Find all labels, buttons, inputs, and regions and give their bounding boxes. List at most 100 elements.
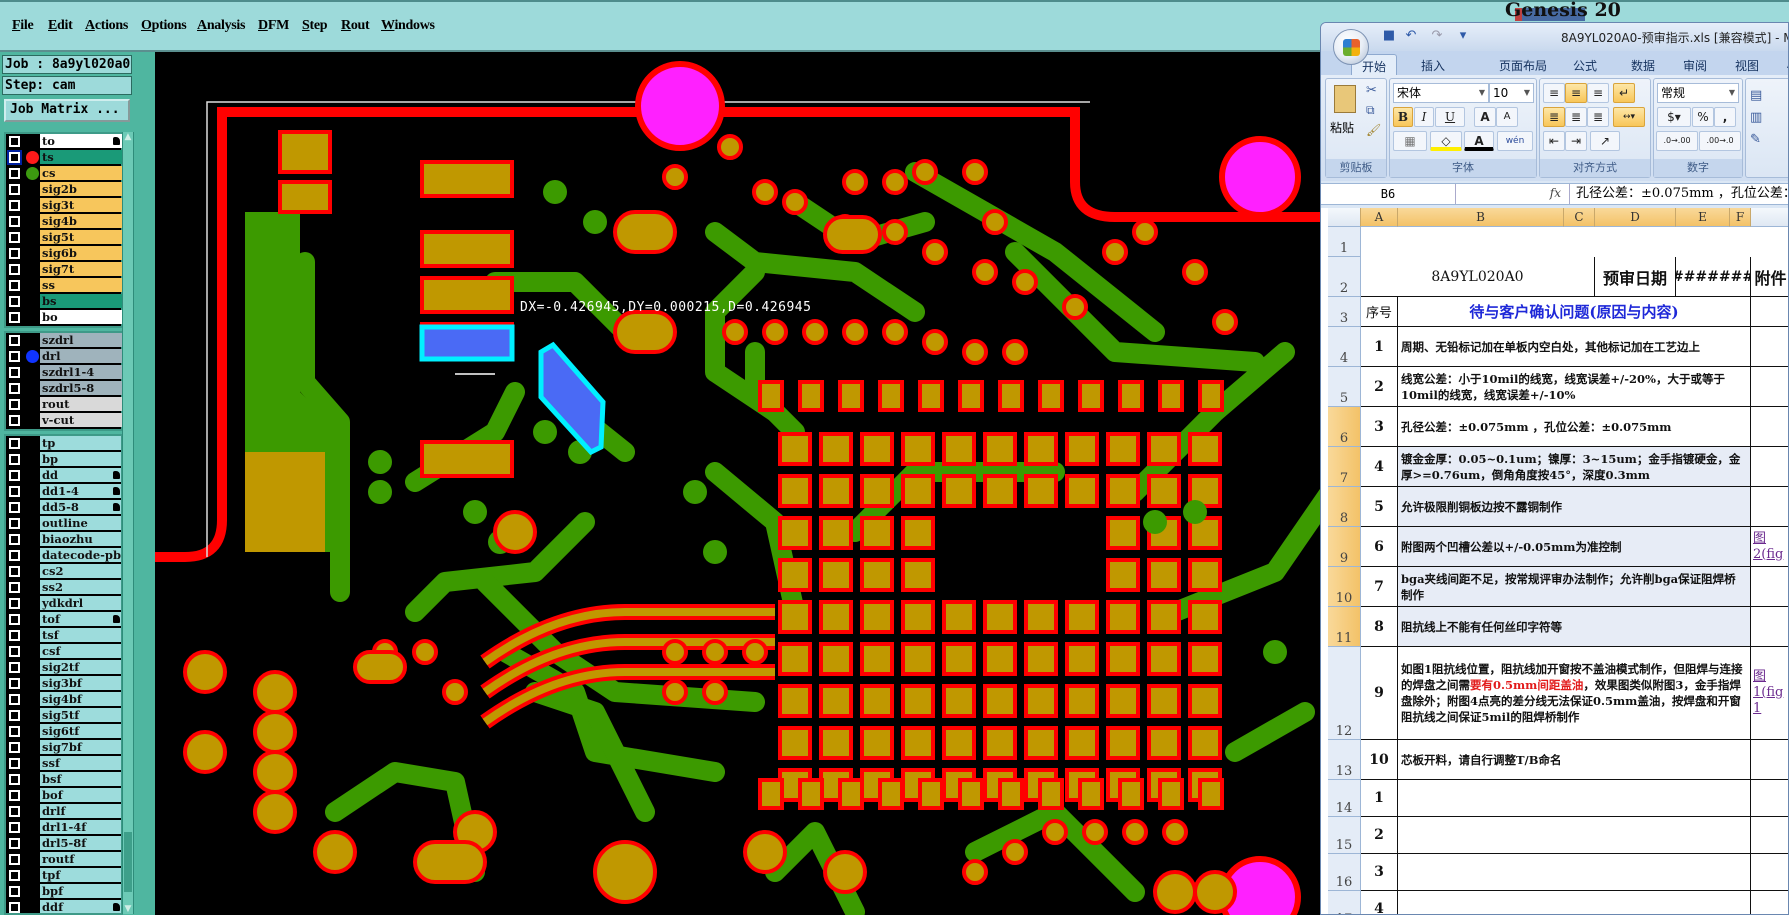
layer-name[interactable]: datecode-pbc (40, 548, 122, 562)
layer-name[interactable]: sig2tf (40, 660, 121, 674)
row-attachment-cell[interactable] (1751, 407, 1788, 447)
layer-row-sig3bf[interactable]: sig3bf (6, 676, 121, 691)
undo-icon[interactable]: ↶ (1405, 28, 1417, 43)
percent-button[interactable]: % (1692, 107, 1714, 127)
insert-function-icon[interactable]: fx (1549, 186, 1561, 200)
row-seq-cell[interactable]: 1 (1361, 327, 1398, 367)
layer-name[interactable]: sig4bf (40, 692, 121, 706)
layer-name[interactable]: v-cut (40, 413, 122, 427)
column-header-g[interactable] (1751, 208, 1788, 227)
layer-row-sig7bf[interactable]: sig7bf (6, 740, 121, 755)
menu-rout[interactable]: Rout (341, 18, 370, 33)
layer-name[interactable]: tp (40, 436, 121, 450)
layer-row-bof[interactable]: bof (6, 788, 121, 803)
row-issue-cell[interactable]: 允许极限削铜板边按不露铜制作 (1398, 487, 1751, 527)
row-attachment-cell[interactable] (1751, 891, 1788, 914)
row-issue-cell[interactable]: 孔径公差：±0.075mm ，孔位公差：±0.075mm (1398, 407, 1751, 447)
layer-row-bp[interactable]: bp (6, 452, 121, 467)
layer-row-drlf[interactable]: drlf (6, 804, 121, 819)
layer-checkbox[interactable] (9, 614, 20, 625)
layer-row-tp[interactable]: tp (6, 436, 121, 451)
row-seq-cell[interactable]: 2 (1361, 367, 1398, 407)
office-button[interactable] (1333, 29, 1369, 65)
scroll-thumb[interactable] (124, 832, 132, 892)
layer-row-rout[interactable]: rout (6, 397, 123, 412)
layer-row-sig4bf[interactable]: sig4bf (6, 692, 121, 707)
menu-analysis[interactable]: Analysis (197, 18, 246, 33)
row-attachment-cell[interactable] (1751, 854, 1788, 891)
borders-button[interactable]: ▦ (1393, 131, 1427, 151)
row-header-16[interactable]: 16 (1328, 854, 1361, 891)
row-header-10[interactable]: 10 (1328, 567, 1361, 607)
layer-checkbox[interactable] (9, 806, 20, 817)
layer-row-sig4b[interactable]: sig4b (6, 214, 123, 229)
layer-checkbox[interactable] (9, 415, 20, 426)
row-issue-cell[interactable] (1398, 891, 1751, 914)
number-format-select[interactable]: 常规▼ (1657, 83, 1739, 103)
layer-name[interactable]: ssf (40, 756, 121, 770)
job-number-cell[interactable]: 8A9YL020A0 (1361, 257, 1595, 297)
layer-checkbox[interactable] (9, 200, 20, 211)
grow-font-button[interactable]: A (1474, 107, 1496, 127)
ribbon-tab-3[interactable]: 公式 (1573, 59, 1598, 73)
font-color-button[interactable]: A (1464, 131, 1494, 151)
layer-checkbox[interactable] (9, 742, 20, 753)
layer-row-dd[interactable]: dd (6, 468, 121, 483)
row-seq-cell[interactable]: 2 (1361, 817, 1398, 854)
layer-checkbox[interactable] (9, 758, 20, 769)
menu-windows[interactable]: Windows (381, 18, 435, 33)
layer-row-routf[interactable]: routf (6, 852, 121, 867)
row-issue-cell[interactable]: 镀金金厚：0.05~0.1um；镍厚：3~15um；金手指镀硬金，金厚>=0.7… (1398, 447, 1751, 487)
row-header-2[interactable]: 2 (1328, 257, 1361, 297)
layer-row-dd5-8[interactable]: dd5-8 (6, 500, 121, 515)
menu-dfm[interactable]: DFM (258, 18, 289, 33)
layer-row-bsf[interactable]: bsf (6, 772, 121, 787)
layer-name[interactable]: sig7bf (40, 740, 121, 754)
layer-row-tsf[interactable]: tsf (6, 628, 121, 643)
shrink-font-button[interactable]: A (1496, 107, 1518, 127)
layer-row-szdrl[interactable]: szdrl (6, 333, 123, 348)
layer-name[interactable]: tsf (40, 628, 121, 642)
layer-row-sig7t[interactable]: sig7t (6, 262, 123, 277)
layer-checkbox[interactable] (9, 296, 20, 307)
row-issue-cell[interactable]: 如图1阻抗线位置，阻抗线加开窗按不盖油模式制作，但阻焊与连接的焊盘之间需要有0.… (1398, 647, 1751, 740)
row-attachment-cell[interactable] (1751, 607, 1788, 647)
layer-row-sig5tf[interactable]: sig5tf (6, 708, 121, 723)
scroll-up-icon[interactable]: ▲ (124, 132, 132, 142)
row-seq-cell[interactable]: 3 (1361, 854, 1398, 891)
row-seq-cell[interactable]: 4 (1361, 447, 1398, 487)
layer-name[interactable]: dd5-8 (40, 500, 121, 514)
layer-name[interactable]: outline (40, 516, 121, 530)
layer-row-outline[interactable]: outline (6, 516, 121, 531)
align-right-icon[interactable]: ≣ (1587, 107, 1609, 127)
layer-checkbox[interactable] (9, 726, 20, 737)
ribbon-tab-7[interactable]: A (1777, 54, 1788, 75)
layer-checkbox[interactable] (9, 678, 20, 689)
layer-name[interactable]: ddf (40, 900, 121, 913)
layer-name[interactable]: bpf (40, 884, 121, 898)
attach-cell[interactable] (1751, 297, 1788, 327)
layer-checkbox[interactable] (7, 150, 22, 165)
row-header-1[interactable]: 1 (1328, 227, 1361, 257)
layer-checkbox[interactable] (9, 280, 20, 291)
job-matrix-button[interactable]: Job Matrix ... (4, 99, 130, 122)
layer-name[interactable]: cs (40, 166, 122, 180)
menu-options[interactable]: Options (141, 18, 187, 33)
layer-checkbox[interactable] (9, 710, 20, 721)
layer-checkbox[interactable] (9, 694, 20, 705)
layer-name[interactable]: rout (40, 397, 122, 411)
layer-name[interactable]: ydkdrl (40, 596, 121, 610)
layer-checkbox[interactable] (9, 335, 20, 346)
fill-color-button[interactable]: ◇ (1430, 131, 1462, 151)
row-header-5[interactable]: 5 (1328, 367, 1361, 407)
layer-row-ssf[interactable]: ssf (6, 756, 121, 771)
layer-name[interactable]: drl5-8f (40, 836, 121, 850)
layer-checkbox[interactable] (9, 367, 20, 378)
layer-checkbox[interactable] (9, 351, 20, 362)
decrease-indent-icon[interactable]: ⇤ (1543, 131, 1565, 151)
layer-row-sig2b[interactable]: sig2b (6, 182, 123, 197)
row-issue-cell[interactable]: bga夹线间距不足，按常规评审办法制作；允许削bga保证阻焊桥制作 (1398, 567, 1751, 607)
layer-row-csf[interactable]: csf (6, 644, 121, 659)
column-header-C[interactable]: C (1564, 208, 1595, 227)
layer-name[interactable]: bof (40, 788, 121, 802)
